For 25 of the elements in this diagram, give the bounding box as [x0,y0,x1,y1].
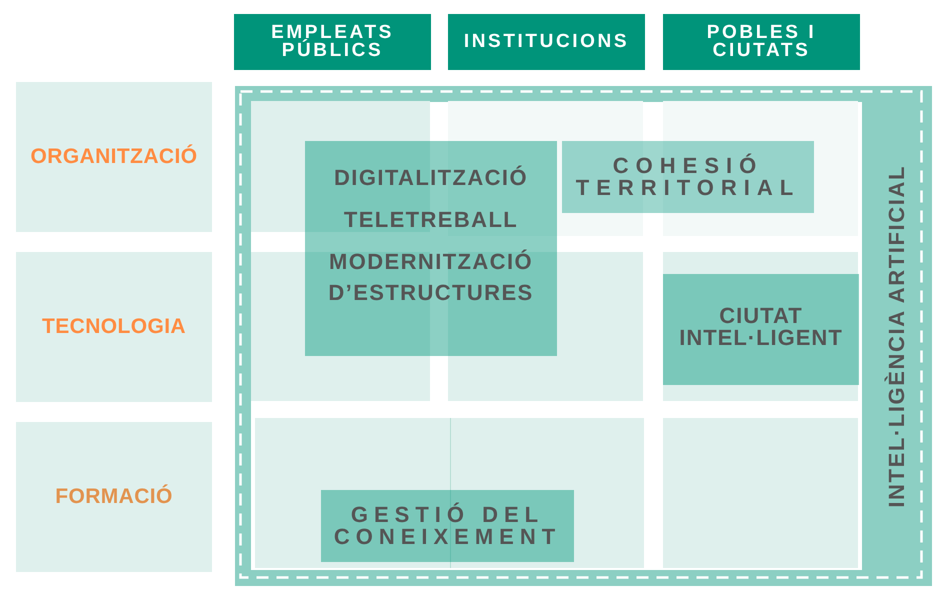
topic-panel [663,274,859,385]
band-title: INTEL·LIGÈNCIA ARTIFICIAL [884,164,910,508]
topic-panel [305,141,557,356]
column-header [663,14,860,70]
row-title: ORGANITZACIÓ [30,145,198,169]
row-title: FORMACIÓ [55,485,173,509]
column-header [234,14,431,70]
grid-cell [663,418,858,568]
column-title: EMPLEATS PÚBLICS [270,24,395,60]
row-title: TECNOLOGIA [42,315,186,339]
column-title: POBLES I CIUTATS [706,24,818,60]
row-header [16,252,212,402]
column-title: INSTITUCIONS [464,33,630,51]
row-header [16,82,212,232]
column-header [448,14,645,70]
topic-title: DIGITALITZACIÓ [334,164,528,192]
grid-cell [663,252,858,401]
topic-panel [562,141,814,213]
topic-panel [321,490,574,562]
row-header [16,422,212,572]
topic-title: TELETREBALL [344,206,518,234]
topic-title: CIUTAT INTEL·LIGENT [678,305,844,349]
topic-title: MODERNITZACIÓ D’ESTRUCTURES [327,248,535,307]
topic-title: GESTIÓ DEL CONEIXEMENT [332,504,562,548]
topic-title: COHESIÓ TERRITORIAL [574,155,802,199]
